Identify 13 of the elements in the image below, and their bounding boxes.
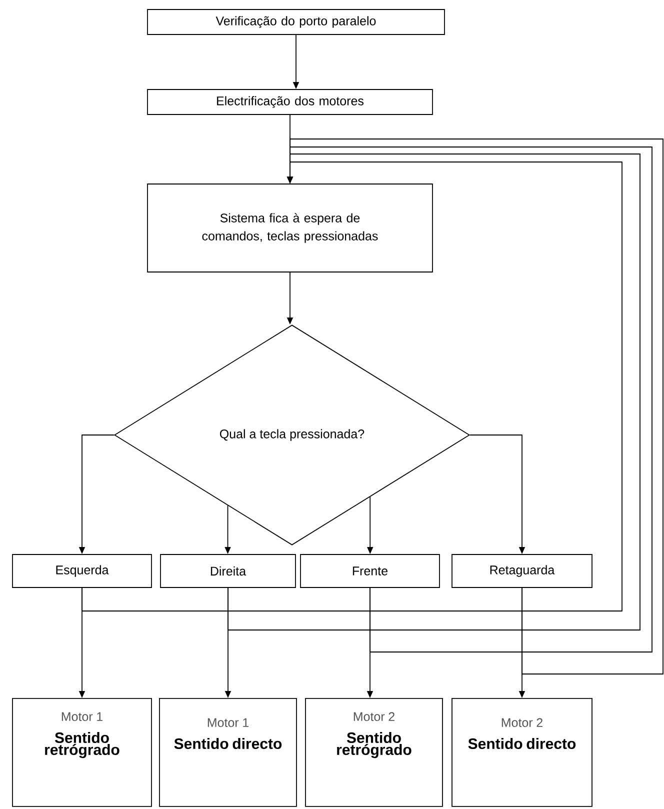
- process-box: Verificação do porto paralelo: [147, 9, 445, 35]
- arrow: [228, 154, 640, 630]
- action-box: Motor 2 Sentido retrógrado: [305, 698, 443, 807]
- process-box: Electrificação dos motores: [147, 89, 433, 115]
- process-box: Retaguarda: [452, 554, 592, 588]
- process-box: Esquerda: [12, 554, 152, 588]
- process-box: Direita: [160, 554, 296, 588]
- process-box: Sistema fica à espera de comandos, teclas pressionadas: [147, 184, 433, 272]
- action-box: Motor 2 Sentido directo: [452, 698, 592, 807]
- action-box: Motor 1 Sentido directo: [159, 698, 297, 807]
- arrow: [82, 162, 622, 612]
- action-box: Motor 1 Sentido retrógrado: [12, 698, 152, 807]
- process-box: Frente: [300, 554, 440, 588]
